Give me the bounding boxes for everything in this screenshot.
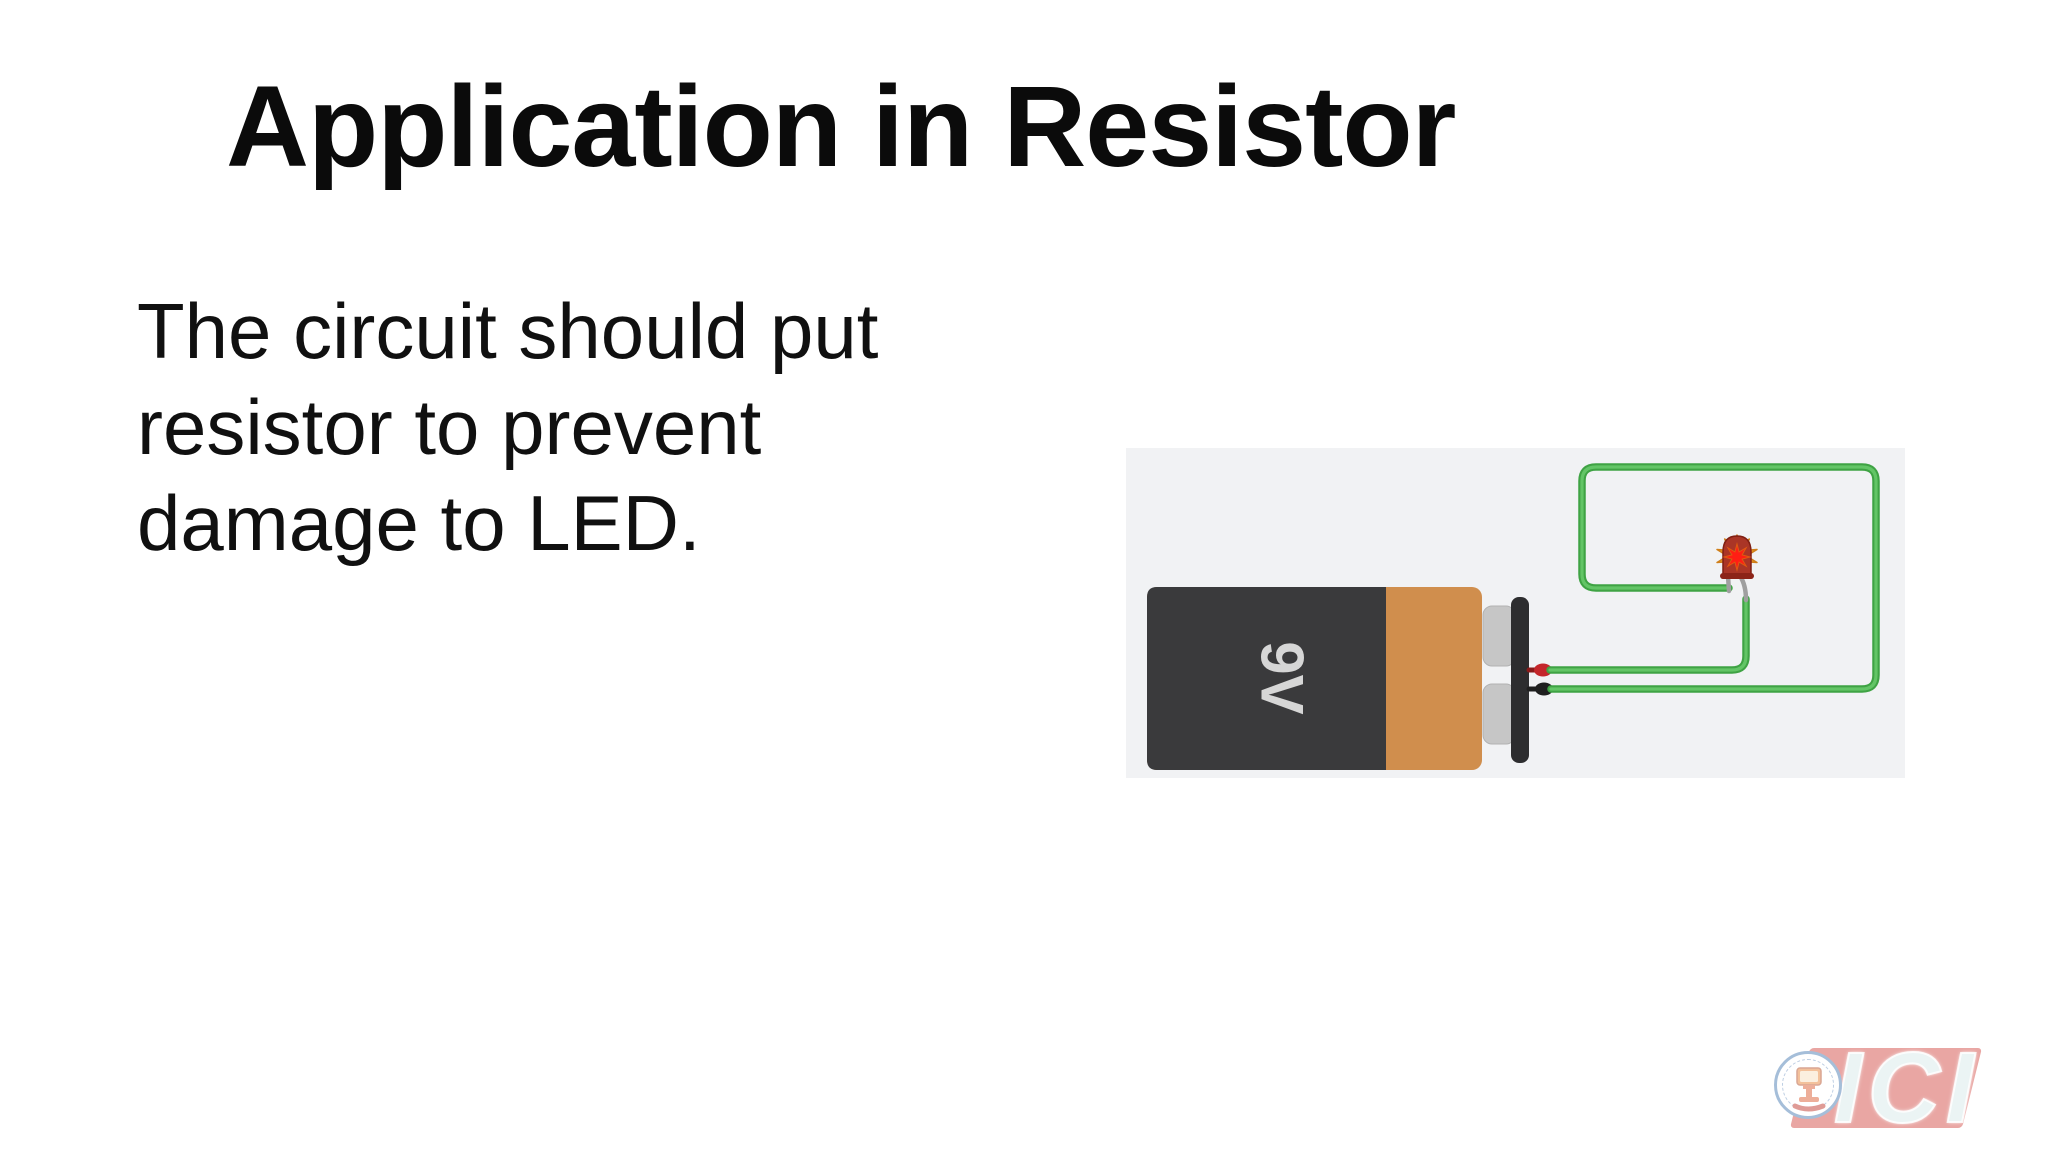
logo-text: ICI — [1833, 1032, 1980, 1144]
body-line: damage to LED. — [137, 479, 701, 567]
body-line: The circuit should put — [137, 287, 879, 375]
wire-positive — [1546, 595, 1750, 674]
battery-connector-strip — [1511, 597, 1529, 763]
positive-terminal — [1534, 663, 1552, 677]
led-flange — [1720, 573, 1754, 579]
battery-9v: 9V — [1147, 587, 1553, 770]
logo-emblem — [1774, 1051, 1842, 1119]
negative-terminal — [1535, 682, 1553, 696]
slide-body-text: The circuit should put resistor to preve… — [137, 283, 878, 571]
led-flash-inner — [1722, 542, 1752, 572]
page-title: Application in Resistor — [226, 63, 1456, 191]
battery-terminal-cap-top — [1482, 605, 1516, 667]
battery-black-body — [1147, 587, 1386, 770]
robot-icon — [1792, 1067, 1826, 1112]
battery-voltage-label: 9V — [1249, 641, 1316, 714]
ici-logo: ICI — [1770, 1036, 2020, 1146]
led-burned-icon — [1716, 534, 1758, 603]
wire-negative-loop — [1547, 463, 1880, 693]
body-line: resistor to prevent — [137, 383, 762, 471]
circuit-illustration: 9V — [1126, 448, 1905, 778]
battery-terminal-cap-bottom — [1482, 683, 1516, 745]
